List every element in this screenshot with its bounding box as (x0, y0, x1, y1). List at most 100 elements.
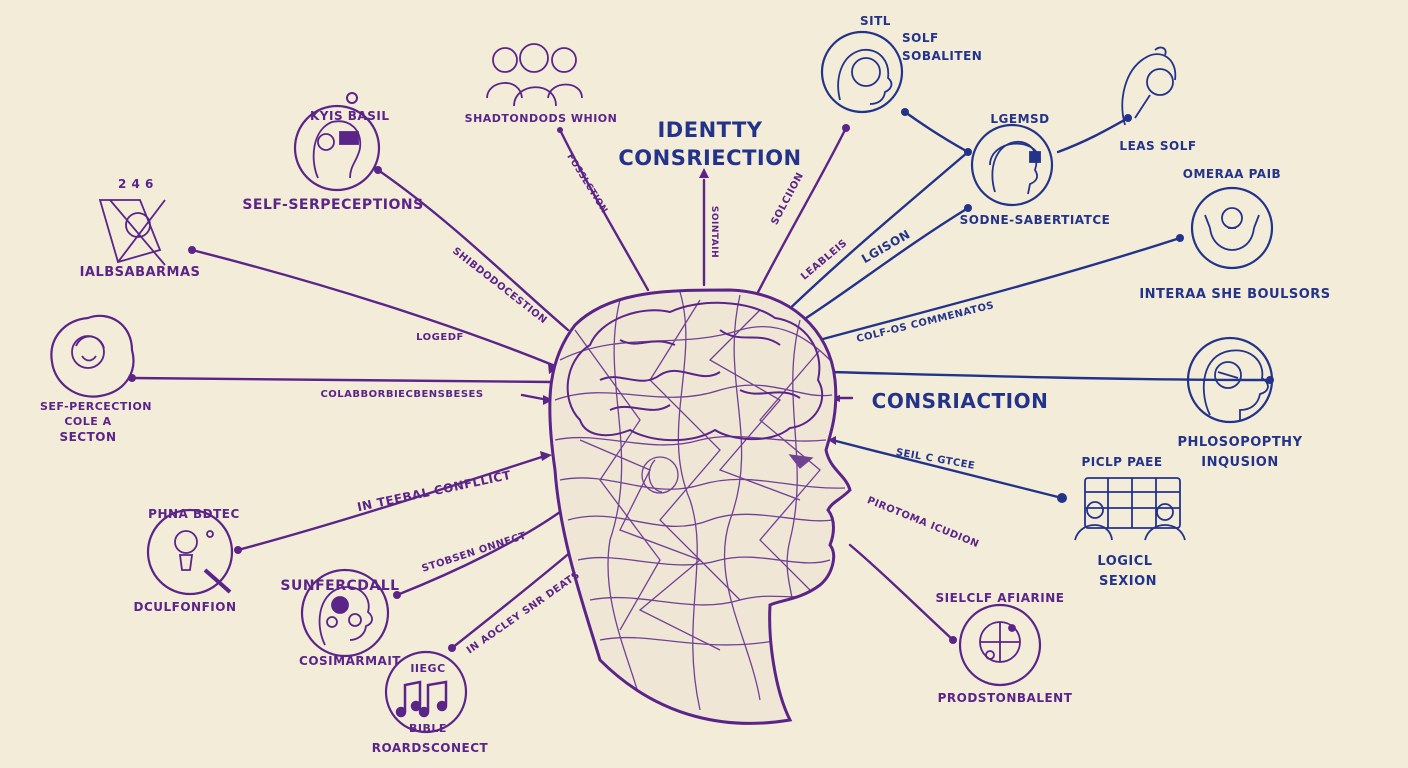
face-portrait-icon (71, 335, 105, 369)
connector-line (828, 370, 1272, 382)
hands-lightbulb-icon (1204, 207, 1260, 251)
node-label: SODNE-SABERTIATCE (960, 213, 1111, 227)
connector-label: COLF-OS COMMENATOS (855, 300, 995, 345)
node-music: IIEGC BIBLE ROARDSCONECT (372, 650, 489, 755)
node-group: SHADTONDODS WHION (465, 43, 618, 125)
connector-line (810, 236, 1182, 344)
connector-line (130, 376, 554, 384)
node-circle (293, 104, 381, 192)
connector-label: SHIBDODOCESTION (450, 246, 549, 327)
node-caption: 2 4 6 (118, 177, 154, 191)
connector-line (376, 168, 570, 332)
node-caption: OMERAA PAIB (1183, 167, 1281, 181)
node-circle (1186, 336, 1274, 424)
connector-line (798, 206, 970, 324)
connector-label: IN TEEBAL CONFLLICT (356, 468, 513, 514)
connector-line (830, 438, 1064, 500)
node-label: INTERAA SHE BOULSORS (1139, 287, 1330, 302)
connector-label-large: CONSRIACTION (872, 389, 1049, 413)
connector-line (190, 248, 562, 370)
head-gears-icon (318, 586, 373, 646)
node-sodne-sabertiatce: LGEMSD SODNE-SABERTIATCE (960, 112, 1111, 227)
blue-connectors (778, 110, 1272, 500)
node-caption: IIEGC (410, 662, 445, 675)
node-dculfonfion: PHNA BDTEC DCULFONFION (133, 507, 239, 614)
node-caption: SITL (860, 14, 891, 28)
node-caption: KYIS BASIL (310, 109, 389, 123)
node-philosophy: PHLOSOPOPTHY INQUSION (1178, 336, 1303, 470)
node-label: COSIMARMAIT (299, 654, 401, 668)
node-label: SECTON (59, 430, 116, 444)
node-caption: PICLP PAEE (1081, 455, 1162, 469)
music-notes-icon (395, 680, 448, 718)
connector-line (236, 453, 550, 552)
connector-label: FOSSLCTION (564, 152, 609, 215)
connector-label: LOGEDF (416, 332, 464, 343)
headphones-head-icon (989, 141, 1041, 195)
connector-label: SOLCIION (769, 171, 806, 227)
node-solf-sobaliten: SITL SOLF SOBALITEN (820, 14, 982, 114)
group-of-people-icon (486, 43, 583, 107)
head-with-glasses-icon (312, 120, 362, 179)
node-circle (970, 123, 1054, 207)
node-ialbsabarmas: 2 4 6 IALBSABARMAS (80, 177, 201, 280)
central-head (548, 288, 852, 725)
node-circle (50, 314, 135, 398)
node-self-perceptions: KYIS BASIL SELF-SERPECEPTIONS (242, 92, 423, 213)
node-label: SUNFERCDALL (280, 578, 399, 594)
connector-line (395, 510, 562, 597)
connector-line (903, 110, 970, 154)
diagram-title: IDENTTY CONSRIECTION (618, 118, 801, 170)
node-circle (820, 30, 904, 114)
node-label: SELF-SERPECEPTIONS (242, 197, 423, 213)
connector-label: COLABBORBIECBENSBESES (320, 389, 483, 400)
node-sunfercdall: SUNFERCDALL COSIMARMAIT (280, 568, 401, 668)
node-self-afiarine: SIELCLF AFIARINE PRODSTONBALENT (936, 591, 1073, 705)
node-caption: BIBLE (409, 722, 447, 735)
node-leas-solf: LEAS SOLF (1119, 46, 1196, 153)
node-self-perfection: SEF-PERCECTION COLE A SECTON (40, 314, 152, 444)
node-label: SHADTONDODS WHION (465, 112, 618, 125)
node-label: LOGICL (1097, 554, 1152, 569)
node-label: PRODSTONBALENT (938, 691, 1073, 705)
brain-icon (566, 301, 824, 442)
head-profile-globe-icon (837, 49, 893, 105)
compass-circle-icon (979, 621, 1021, 663)
connector-label: SEIL C GTCEE (895, 447, 976, 472)
connector-label: SOINTAIH (709, 206, 719, 258)
connector-line (558, 128, 650, 292)
node-label: IALBSABARMAS (80, 265, 201, 280)
connector-line (1056, 116, 1130, 154)
node-label: SEXION (1099, 574, 1157, 589)
head-profile-brain-icon (1202, 349, 1269, 420)
node-caption: PHNA BDTEC (148, 507, 240, 521)
node-caption: SIELCLF AFIARINE (936, 591, 1065, 605)
angel-figure-icon (98, 199, 166, 266)
title-line-2: CONSRIECTION (618, 146, 801, 170)
node-circle (1190, 186, 1274, 270)
node-label: COLE A (64, 415, 111, 428)
node-caption: SOLF (902, 31, 939, 45)
title-line-1: IDENTTY (657, 118, 762, 142)
connector-line (778, 150, 970, 320)
node-caption: LGEMSD (990, 112, 1049, 126)
node-label: DCULFONFION (133, 600, 236, 614)
node-label: INQUSION (1201, 455, 1278, 470)
node-circle (300, 568, 390, 658)
node-interaa: OMERAA PAIB INTERAA SHE BOULSORS (1139, 167, 1330, 302)
hand-magnifier-icon (1121, 46, 1177, 126)
connector-label: LGISON (859, 227, 913, 266)
connector-label: IN AOCLEY SNR DEATS (465, 570, 582, 657)
node-label: ROARDSCONECT (372, 741, 489, 755)
node-circle (958, 603, 1042, 687)
connector-label: PIROTOMA ICUDION (865, 495, 980, 550)
calendar-people-icon (1074, 477, 1186, 541)
node-label: SOBALITEN (902, 49, 982, 63)
node-logicl-sexion: PICLP PAEE LOGICL SEXION (1074, 455, 1186, 589)
node-circle (384, 650, 468, 734)
node-label: SEF-PERCECTION (40, 400, 152, 413)
neural-network-pattern (554, 291, 846, 711)
node-label: PHLOSOPOPTHY (1178, 435, 1303, 450)
